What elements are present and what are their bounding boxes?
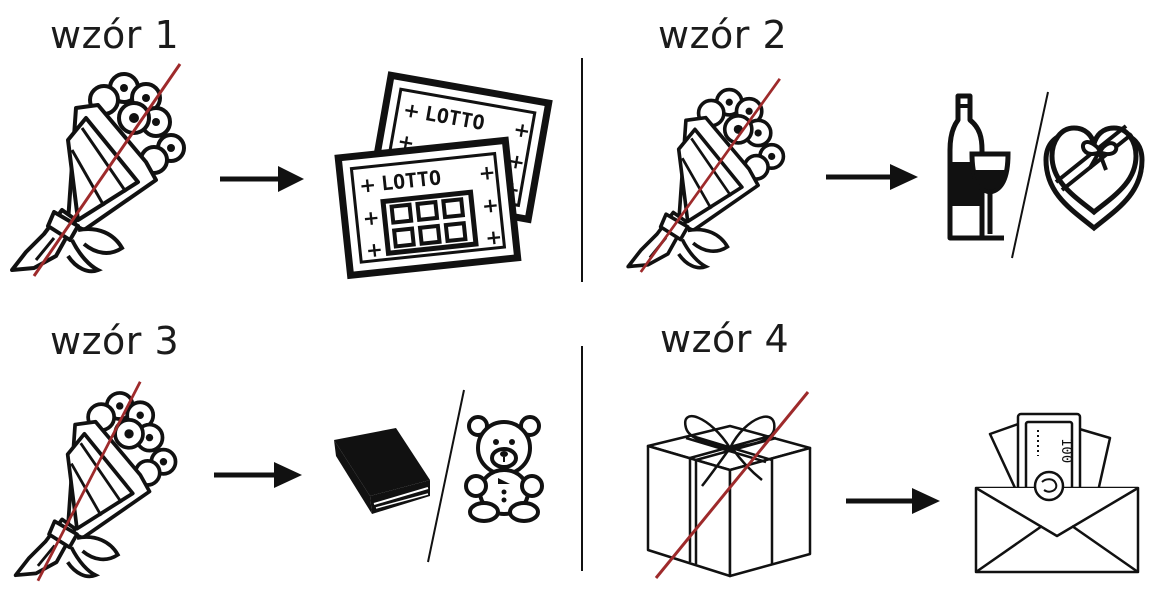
wine-and-glass-icon xyxy=(947,93,1011,241)
pattern-4-label: wzór 4 xyxy=(660,317,790,361)
svg-text:+: + xyxy=(512,117,533,144)
cross-line xyxy=(32,63,182,277)
arrow-icon-2 xyxy=(826,164,918,190)
banknote-value: 100 xyxy=(1058,438,1074,463)
bouquet-icon-1 xyxy=(10,63,186,277)
cross-line xyxy=(36,381,142,582)
arrow-icon-3 xyxy=(214,462,302,488)
bouquet-icon-3 xyxy=(13,381,178,582)
vertical-divider-top xyxy=(581,58,583,282)
arrow-icon-4 xyxy=(846,488,940,514)
lotto-tickets-icon: LOTTO + + + + + LOTTO + + + + + + xyxy=(334,71,553,280)
slash-separator-2 xyxy=(1011,91,1049,259)
svg-text:+: + xyxy=(358,172,377,198)
book-icon xyxy=(334,428,430,514)
heart-gift-box-icon xyxy=(1043,124,1145,232)
svg-text:+: + xyxy=(481,192,500,218)
arrow-icon-1 xyxy=(220,166,304,192)
money-envelope-icon: 100 xyxy=(974,412,1140,574)
gift-box-icon xyxy=(646,391,812,579)
cross-line xyxy=(639,77,781,273)
svg-text:+: + xyxy=(361,205,380,231)
pattern-1-label: wzór 1 xyxy=(50,13,180,57)
cross-line xyxy=(654,391,810,579)
pattern-3-label: wzór 3 xyxy=(50,319,180,363)
vertical-divider-bottom xyxy=(581,346,583,571)
slash-separator-3 xyxy=(427,389,465,563)
svg-text:+: + xyxy=(484,224,503,250)
teddy-bear-icon xyxy=(464,415,544,523)
svg-text:+: + xyxy=(401,97,422,124)
pattern-2-label: wzór 2 xyxy=(658,13,788,57)
svg-text:+: + xyxy=(365,237,384,263)
bouquet-icon-2 xyxy=(626,77,786,273)
svg-text:+: + xyxy=(477,160,496,186)
